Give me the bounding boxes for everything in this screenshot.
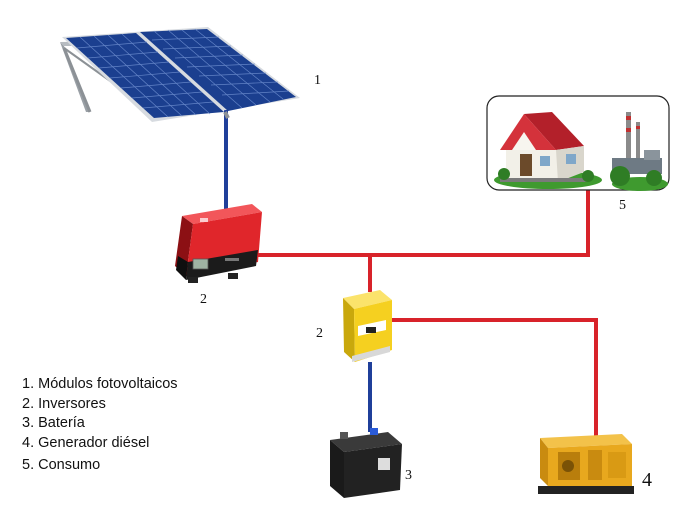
battery-number-label: 3 (405, 468, 412, 483)
power-plant-icon (610, 112, 662, 186)
legend-item: 5. Consumo (22, 457, 101, 473)
ac-wire-inverter2-generator (390, 318, 598, 438)
inverter-red-number-label: 2 (200, 292, 207, 307)
generator-icon (538, 434, 634, 494)
legend: 1. Módulos fotovoltaicos 2. Inversores 3… (22, 375, 178, 476)
solar-panel-icon (60, 27, 300, 122)
legend-item: 1. Módulos fotovoltaicos (22, 376, 178, 392)
legend-item: 2. Inversores (22, 395, 106, 412)
wires (224, 110, 598, 438)
house-icon (498, 112, 594, 182)
legend-item: 4. Generador diésel (22, 434, 150, 451)
inverter-yellow-number-label: 2 (316, 326, 323, 341)
legend-item: 3. Batería (22, 415, 85, 431)
consumption-number-label: 5 (619, 198, 626, 213)
inverter-icon (175, 204, 262, 283)
inverter-icon (343, 290, 392, 362)
solar-number-label: 1 (314, 73, 321, 88)
generator-number-label: 4 (642, 469, 652, 491)
battery-icon (330, 428, 402, 498)
ac-wire-main-bus (258, 190, 590, 257)
